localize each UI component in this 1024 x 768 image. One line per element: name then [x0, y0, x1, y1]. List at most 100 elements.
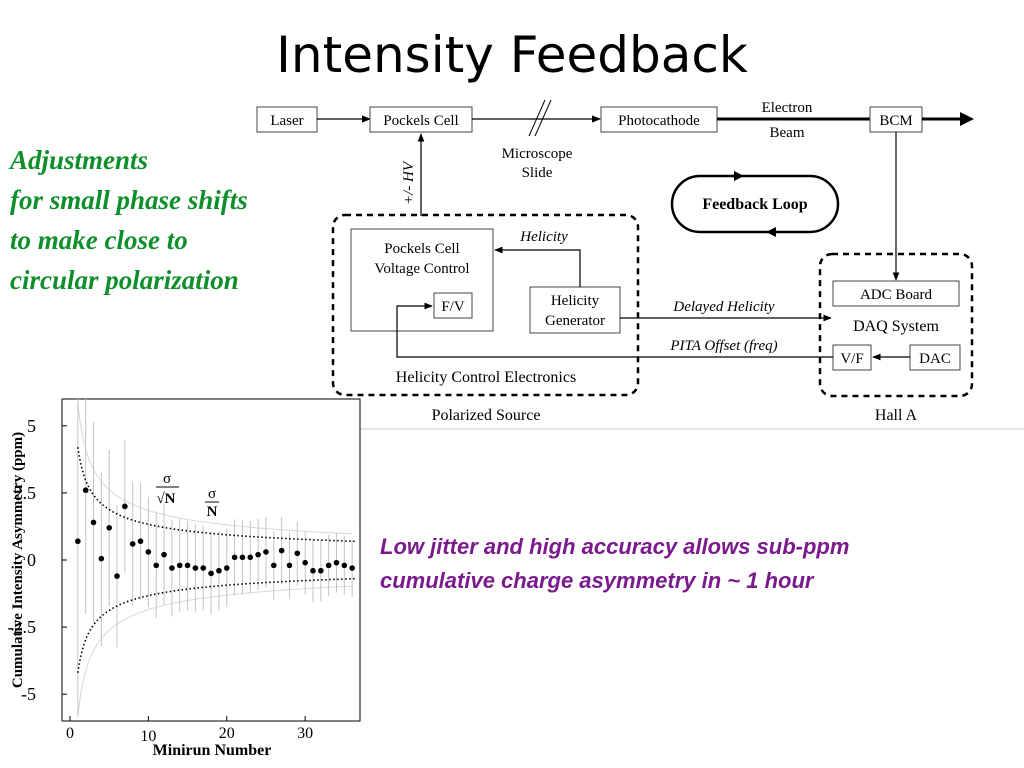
sigma-sqrtn-lower-curve [77, 577, 356, 673]
adc-board-box [832, 280, 960, 307]
laser-label: Laser [270, 113, 303, 129]
data-point [169, 565, 175, 571]
asymmetry-chart: 5 2.5 0 -2.5 -5 0 10 20 30 Cumulative Intensity… [8, 398, 361, 759]
data-point [239, 554, 246, 561]
jitter-note-line-1: Low jitter and high accuracy allows sub-… [380, 534, 850, 559]
sigma-sqrtn-upper-curve [77, 447, 356, 543]
hall-a-label: Hall A [875, 407, 918, 424]
microscope-label: Microscope [502, 146, 573, 162]
polarized-source-label: Polarized Source [432, 407, 541, 424]
page-title: Intensity Feedback [276, 26, 748, 84]
data-point [333, 559, 340, 566]
pockels-cell-box [369, 106, 473, 133]
adc-board-label: ADC Board [860, 287, 933, 303]
sqrt-n-symbol: √N [156, 491, 175, 507]
fv-box [433, 292, 473, 319]
data-point [318, 567, 324, 574]
pita-offset-label: PITA Offset (freq) [669, 338, 777, 354]
data-point [349, 565, 355, 571]
data-point [231, 554, 238, 561]
laser-box [256, 106, 318, 133]
adjustments-line-4: circular polarization [10, 265, 239, 295]
data-point [294, 550, 301, 557]
data-point [216, 567, 222, 574]
fv-label: F/V [441, 299, 465, 315]
vf-box [832, 344, 872, 371]
data-point [106, 525, 112, 531]
data-point [263, 549, 269, 555]
jitter-note-line-2: cumulative charge asymmetry in ~ 1 hour [380, 568, 814, 593]
data-point [247, 554, 254, 561]
data-point [310, 567, 316, 574]
beamline: Laser Pockels Cell Microscope Slide Phot… [256, 99, 974, 181]
data-point [208, 570, 214, 577]
data-point [98, 555, 105, 562]
data-point [114, 573, 120, 579]
data-point [129, 541, 136, 547]
helicity-generator-label-2: Generator [545, 313, 605, 329]
bcm-label: BCM [879, 113, 912, 129]
data-point [255, 551, 261, 558]
upper-envelope-line [77, 402, 353, 535]
microscope-slide-symbol [528, 99, 552, 137]
data-point [341, 562, 348, 569]
daq-dashed-box [818, 252, 974, 398]
data-point [270, 562, 277, 569]
data-point [278, 547, 285, 554]
x-axis-label: Minirun Number [153, 742, 272, 759]
helicity-label: Helicity [519, 229, 568, 245]
x-tick-label: 30 [297, 725, 313, 742]
data-point [200, 565, 207, 571]
vf-label: V/F [840, 351, 863, 367]
sigma-sqrtn-annotation: σ √N [156, 471, 179, 507]
y-tick-label: -2.5 [8, 617, 37, 637]
data-point [302, 559, 308, 566]
photocathode-label: Photocathode [618, 113, 700, 129]
pcv-label-2: Voltage Control [374, 261, 469, 277]
lower-envelope-line [77, 585, 353, 718]
adjustments-note: Adjustments for small phase shifts to ma… [10, 140, 248, 300]
slide-label: Slide [522, 165, 553, 181]
y-tick-label: -5 [21, 684, 36, 704]
adjustments-line-2: for small phase shifts [10, 185, 248, 215]
data-point [82, 487, 89, 494]
pcv-label-1: Pockels Cell [384, 241, 459, 257]
sigma-symbol-1: σ [163, 471, 171, 487]
sigma-symbol-2: σ [208, 486, 216, 502]
data-point [325, 562, 332, 569]
n-symbol: N [207, 504, 218, 520]
electron-label: Electron [762, 100, 813, 116]
data-point [75, 538, 81, 545]
helicity-generator-box [529, 286, 621, 334]
data-point [153, 562, 160, 569]
photocathode-box [600, 106, 718, 133]
y-tick-label: 5 [27, 416, 36, 436]
y-axis-label: Cumulative Intensity Asymmetry (ppm) [10, 432, 26, 688]
data-point [192, 565, 199, 571]
data-point [223, 565, 230, 571]
data-point [184, 562, 191, 569]
data-point [90, 519, 97, 526]
pockels-cell-label: Pockels Cell [383, 113, 458, 129]
data-point [176, 562, 183, 569]
data-point [145, 549, 152, 555]
y-tick-label: 0 [27, 550, 36, 570]
helicity-generator-label-1: Helicity [551, 293, 600, 309]
dac-label: DAC [919, 351, 951, 367]
hce-label: Helicity Control Electronics [396, 369, 576, 386]
x-tick-label: 10 [140, 728, 156, 745]
data-point [122, 503, 128, 510]
delayed-helicity-label: Delayed Helicity [672, 299, 775, 315]
data-point [137, 538, 144, 545]
data-point [286, 562, 293, 569]
feedback-loop: Feedback Loop [670, 171, 840, 237]
beam-label: Beam [770, 125, 805, 141]
daq-system-label: DAQ System [853, 318, 939, 335]
x-tick-label: 20 [219, 725, 235, 742]
hv-label: +/- HV [401, 160, 417, 205]
adjustments-line-1: Adjustments [10, 145, 149, 175]
dac-box [909, 344, 961, 371]
y-tick-label: 2.5 [14, 483, 37, 503]
x-tick-label: 0 [66, 725, 74, 742]
